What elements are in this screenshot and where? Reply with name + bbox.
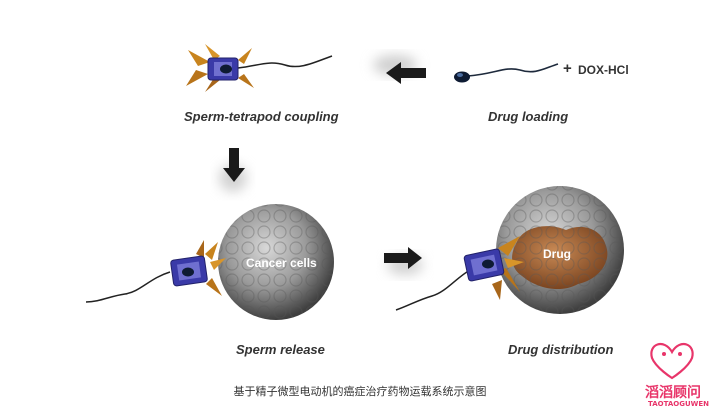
- drug-distribution-label: Drug distribution: [508, 342, 614, 357]
- cancer-cell-icon: [218, 204, 334, 320]
- drug-cluster-icon: [512, 226, 608, 290]
- watermark-name-cn: 滔滔顾问: [645, 385, 701, 401]
- coupled-sperm-tetrapod-icon: [186, 44, 333, 92]
- drug-loading-label: Drug loading: [488, 109, 569, 124]
- arrow-right-icon: [384, 247, 422, 269]
- free-sperm-icon: [454, 63, 559, 83]
- sperm-release-label: Sperm release: [236, 342, 325, 357]
- dox-hcl-label: DOX-HCl: [578, 63, 629, 77]
- arrow-left-icon: [386, 62, 426, 84]
- watermark-logo-icon: [650, 342, 694, 380]
- entering-sperm-tetrapod-icon: [395, 236, 524, 311]
- watermark-name-en: TAOTAOGUWEN: [648, 400, 709, 408]
- drug-label: Drug: [543, 247, 571, 261]
- arrow-down-icon: [223, 148, 245, 182]
- plus-sign: +: [563, 60, 572, 77]
- releasing-sperm-tetrapod-icon: [85, 240, 226, 303]
- cancer-cells-label: Cancer cells: [246, 256, 317, 270]
- figure-caption: 基于精子微型电动机的癌症治疗药物运载系统示意图: [233, 385, 487, 398]
- sperm-tetrapod-coupling-label: Sperm-tetrapod coupling: [184, 109, 339, 124]
